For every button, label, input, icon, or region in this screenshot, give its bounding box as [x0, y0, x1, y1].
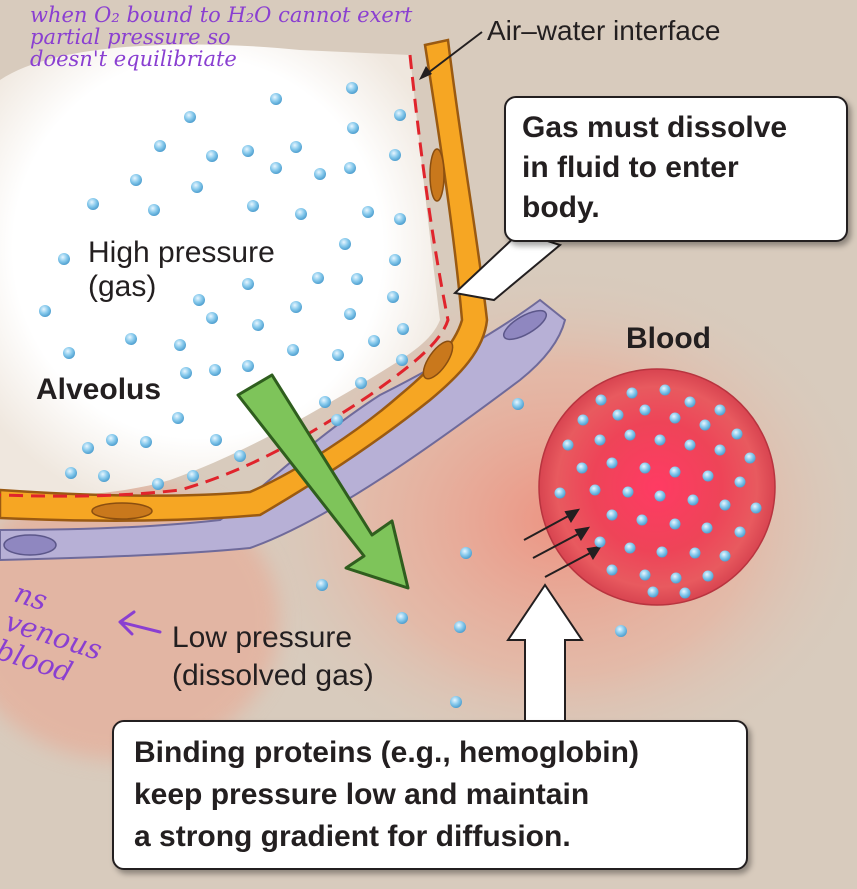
label-air-water-interface: Air–water interface — [487, 15, 721, 46]
entry-arrow-1 — [523, 513, 573, 541]
gas-molecules-dissolved — [316, 398, 627, 708]
diffusion-arrow — [236, 373, 410, 590]
label-high-pressure: High pressure (gas) — [88, 236, 275, 303]
air-water-interface-line — [0, 54, 450, 498]
entry-arrow-3 — [544, 550, 595, 578]
membrane-nucleus-corner — [422, 340, 454, 380]
endothelial-nucleus-right — [502, 309, 548, 341]
interface-pointer-head — [419, 66, 432, 80]
entry-arrow-2 — [532, 531, 583, 559]
label-alveolus: Alveolus — [36, 373, 162, 406]
label-blood: Blood — [626, 322, 711, 355]
membrane-nucleus-bottom — [91, 502, 153, 520]
interface-pointer-line — [423, 31, 483, 77]
gas-molecules-blood — [554, 384, 762, 599]
handwritten-note-top: when O₂ bound to H₂O cannot exert partia… — [30, 3, 413, 71]
callout-box-binding-proteins: Binding proteins (e.g., hemoglobin) keep… — [112, 720, 748, 870]
callout-text-gas-dissolve: Gas must dissolve in fluid to enter body… — [522, 111, 788, 224]
alveolus-air-space — [0, 44, 440, 497]
alveolar-membrane — [0, 38, 489, 522]
callout-box-gas-dissolve: Gas must dissolve in fluid to enter body… — [504, 96, 848, 242]
callout-arrow-bottom — [506, 583, 584, 736]
callout-text-binding-proteins: Binding proteins (e.g., hemoglobin) keep… — [134, 736, 639, 853]
gas-molecules-alveolus — [39, 82, 409, 490]
handwritten-arrow — [118, 610, 162, 636]
endothelial-nucleus-left — [3, 534, 57, 556]
entry-arrows — [523, 508, 603, 578]
membrane-nucleus-top — [429, 148, 445, 202]
label-low-pressure: Low pressure (dissolved gas) — [172, 621, 374, 692]
